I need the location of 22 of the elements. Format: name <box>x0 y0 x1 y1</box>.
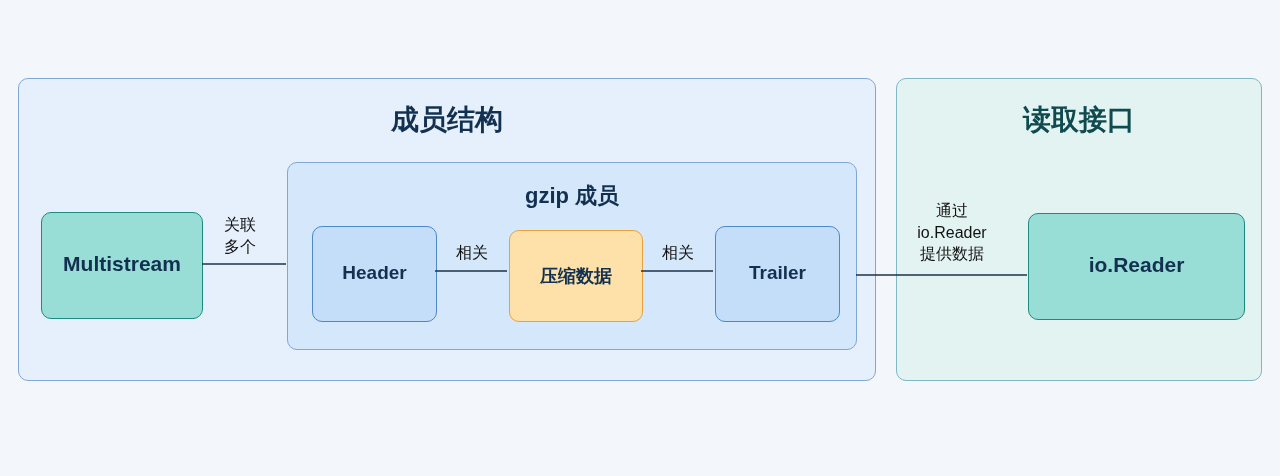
group-title: 成员结构 <box>390 103 504 137</box>
edge-label: 通过 io.Reader 提供数据 <box>916 201 988 265</box>
component-box <box>509 230 643 322</box>
group-box <box>287 162 857 350</box>
edge-label: 相关 <box>455 243 489 263</box>
edge-label: 相关 <box>661 243 695 263</box>
node-label: Trailer <box>747 261 807 284</box>
component-box <box>715 226 840 322</box>
component-box <box>312 226 437 322</box>
connector-line <box>855 274 1028 276</box>
component-box <box>41 212 203 319</box>
node-label: Multistream <box>62 251 182 276</box>
group-panel <box>896 78 1262 381</box>
connector-line <box>201 263 287 265</box>
component-box <box>1028 213 1245 320</box>
edge-label: 关联多个 <box>223 215 257 257</box>
group-panel <box>18 78 876 381</box>
node-label: Header <box>341 261 408 284</box>
group-title: 读取接口 <box>1021 103 1136 137</box>
node-label: 压缩数据 <box>539 265 613 289</box>
node-label: io.Reader <box>1087 252 1186 277</box>
group-title: gzip 成员 <box>523 182 621 210</box>
